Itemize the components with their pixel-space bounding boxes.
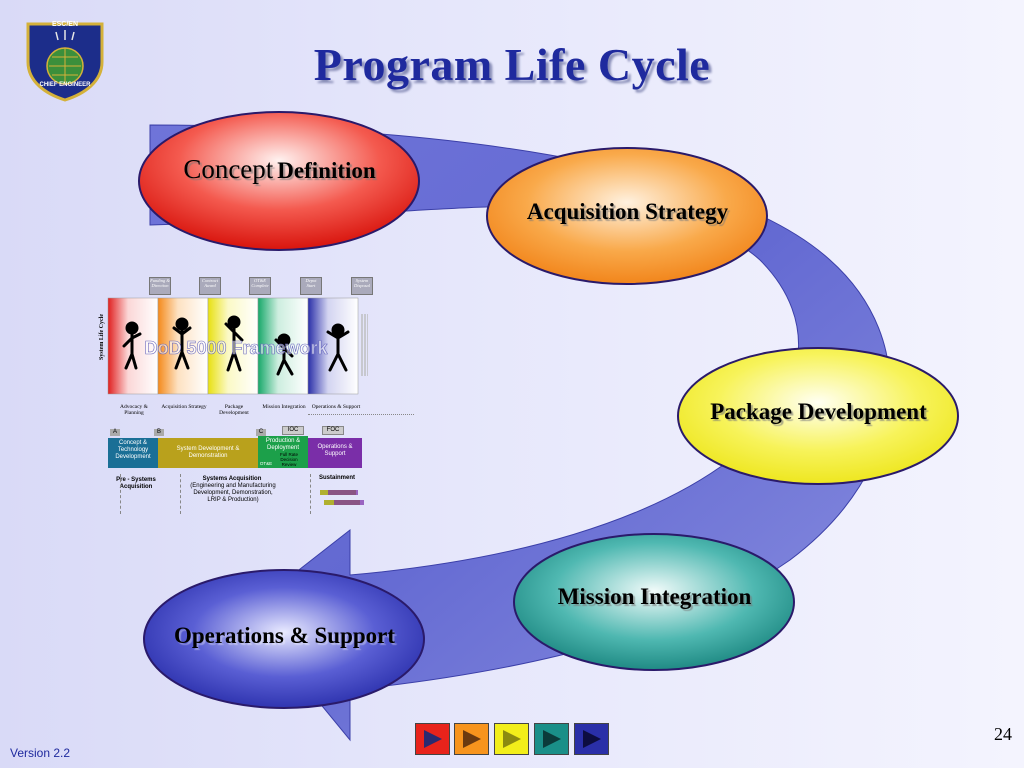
foc-marker: FOC (322, 426, 344, 435)
stage-oval-acquisition[interactable] (485, 146, 770, 286)
divider (308, 414, 414, 415)
stage-oval-operations[interactable] (142, 568, 427, 710)
phase-block-sdd: System Development & Demonstration (158, 438, 258, 468)
stage-oval-mission[interactable] (512, 532, 797, 672)
phase-block-ops: Operations & Support (308, 438, 362, 468)
phase-block-production: Production & Deployment (258, 436, 308, 468)
lifecycle-graphic: System Life Cycle Funding & Direction Co… (96, 276, 416, 518)
stage-4-button[interactable] (534, 723, 569, 755)
stage-5-button[interactable] (574, 723, 609, 755)
stage-oval-concept[interactable] (137, 110, 422, 252)
divider (120, 474, 121, 514)
sustainment-label: Sustainment (318, 475, 355, 481)
play-arrow-icon (535, 724, 568, 754)
watermark-text: DoD 5000 Framework (144, 338, 328, 358)
stage-label-mission: Mission Integration (557, 584, 752, 609)
page-title: Program Life Cycle (313, 39, 711, 90)
sustainment-bars (320, 490, 364, 505)
pre-systems-acquisition-label: Pre - Systems Acquisition (116, 477, 156, 490)
slide-number: 24 (994, 724, 1012, 744)
milestone-c: C (256, 429, 266, 436)
milestone-tag: Depot Start (300, 277, 322, 295)
milestone-tag: System Disposal (351, 277, 373, 295)
stage-label-operations: Operations & Support (173, 623, 396, 648)
phase-label: Operations & Support (311, 404, 361, 410)
phase-block-concept: Concept & Technology Development (108, 438, 158, 468)
milestone-tag: OT&E Complete (249, 277, 271, 295)
ioc-marker: IOC (282, 426, 304, 435)
stage-label-acquisition: Acquisition Strategy (526, 199, 729, 224)
play-arrow-icon (575, 724, 608, 754)
stage-label-concept-rest: Definition (277, 158, 376, 183)
stage-label-package: Package Development (710, 399, 927, 424)
systems-acquisition-title: Systems Acquisition (202, 476, 262, 482)
milestone-a: A (110, 429, 120, 436)
phase-label: Advocacy & Planning (120, 404, 148, 416)
play-arrow-icon (416, 724, 449, 754)
milestone-tag: Contract Award (199, 277, 221, 295)
stage-1-button[interactable] (415, 723, 450, 755)
esc-en-logo: ESC/EN CHIEF ENGINEER (22, 20, 108, 102)
stage-2-button[interactable] (454, 723, 489, 755)
logo-bottom-text: CHIEF ENGINEER (39, 82, 91, 88)
ot-e-label: OT&E (259, 461, 273, 466)
stage-label-concept: Concept Definition (137, 154, 422, 185)
divider (180, 474, 181, 514)
phase-label: Mission Integration (262, 404, 306, 410)
milestone-b: B (154, 429, 164, 436)
esc-en-shield-emblem-icon (26, 22, 104, 102)
lifecycle-panels: DoD 5000 Framework (107, 297, 368, 395)
version-label: Version 2.2 (10, 746, 71, 760)
stage-3-button[interactable] (494, 723, 529, 755)
full-rate-decision-label: Full Rate Decision Review (279, 452, 298, 467)
milestone-tag: Funding & Direction (149, 277, 171, 295)
stage-label-concept-lead: Concept (183, 154, 274, 184)
divider (310, 474, 311, 514)
logo-top-text: ESC/EN (51, 21, 79, 28)
system-life-cycle-label: System Life Cycle (99, 314, 105, 360)
play-arrow-icon (495, 724, 528, 754)
phase-label: Acquisition Strategy (161, 404, 207, 410)
phase-label: Package Development (219, 404, 249, 416)
systems-acquisition-body: (Engineering and Manufacturing Developme… (190, 483, 276, 503)
play-arrow-icon (455, 724, 488, 754)
stage-oval-package[interactable] (676, 346, 961, 486)
